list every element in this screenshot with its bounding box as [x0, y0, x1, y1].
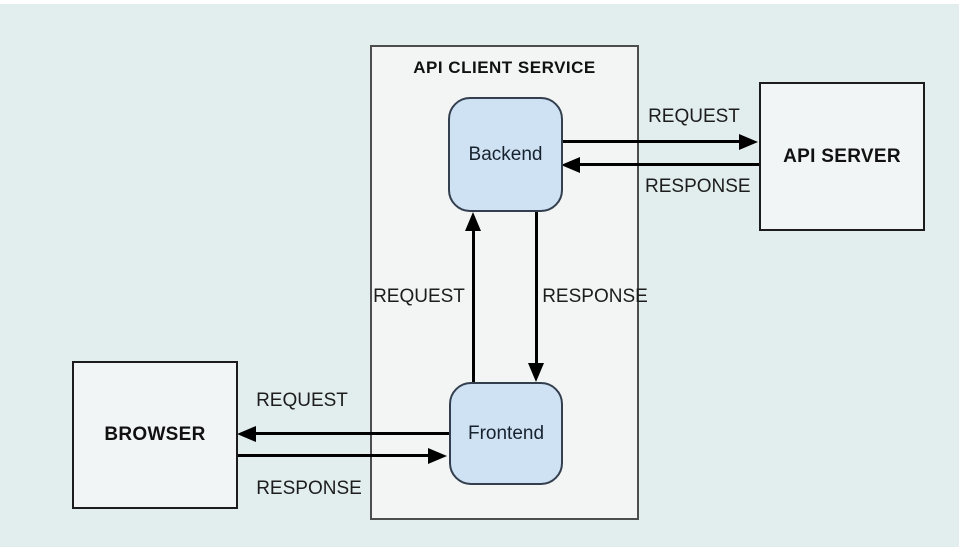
edge-backend-to-frontend-line [535, 212, 538, 364]
node-backend-label: Backend [468, 143, 543, 165]
node-api-server: API SERVER [759, 82, 925, 231]
edge-label-response-browser-frontend: RESPONSE [256, 478, 362, 499]
node-browser: BROWSER [72, 361, 238, 509]
node-api-server-label: API SERVER [783, 145, 901, 167]
node-frontend: Frontend [449, 382, 563, 485]
edge-browser-to-frontend-line [237, 454, 430, 457]
edge-label-response-apiserver-backend: RESPONSE [645, 176, 751, 197]
edge-frontend-to-browser-line [255, 432, 449, 435]
top-white-strip [0, 0, 959, 4]
edge-label-response-backend-frontend: RESPONSE [542, 286, 648, 307]
arrowhead-left-icon [237, 426, 256, 442]
node-frontend-label: Frontend [467, 422, 545, 444]
edge-label-request-backend-apiserver: REQUEST [648, 106, 740, 127]
container-title: API CLIENT SERVICE [413, 58, 596, 77]
arrowhead-left-icon [561, 157, 580, 173]
arrowhead-right-icon [428, 448, 447, 464]
edge-label-request-frontend-browser: REQUEST [256, 390, 348, 411]
edge-backend-to-apiserver-line [561, 140, 740, 143]
edge-label-request-frontend-backend: REQUEST [373, 286, 465, 307]
node-browser-label: BROWSER [104, 424, 206, 445]
arrowhead-right-icon [739, 134, 758, 150]
arrowhead-down-icon [528, 363, 544, 382]
edge-apiserver-to-backend-line [579, 163, 759, 166]
edge-frontend-to-backend-line [472, 229, 475, 382]
node-backend: Backend [448, 97, 563, 212]
arrowhead-up-icon [465, 212, 481, 231]
